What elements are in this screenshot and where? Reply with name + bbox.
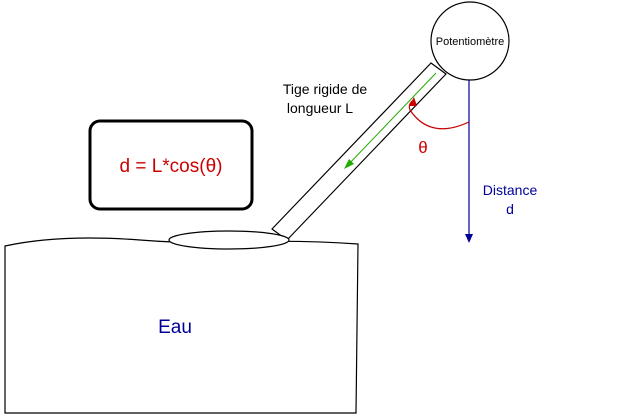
float-ellipse bbox=[168, 230, 290, 250]
distance-label-line2: d bbox=[506, 201, 514, 217]
water-label: Eau bbox=[158, 317, 192, 338]
distance-label-line1: Distance bbox=[483, 182, 538, 198]
angle-label: θ bbox=[418, 138, 427, 157]
rod-length-arrowhead bbox=[344, 159, 354, 169]
rod-length-arrow bbox=[346, 72, 437, 167]
angle-arc-arrowhead bbox=[409, 97, 417, 106]
rod-label-line2: longueur L bbox=[287, 100, 353, 116]
potentiometer-circle bbox=[430, 1, 510, 81]
formula-text: d = L*cos(θ) bbox=[120, 156, 223, 177]
formula-box bbox=[88, 119, 254, 211]
angle-arc bbox=[408, 100, 470, 130]
potentiometer-label: Potentiomètre bbox=[436, 36, 504, 48]
distance-arrowhead bbox=[465, 234, 473, 243]
rod-label-line1: Tige rigide de bbox=[283, 81, 368, 97]
